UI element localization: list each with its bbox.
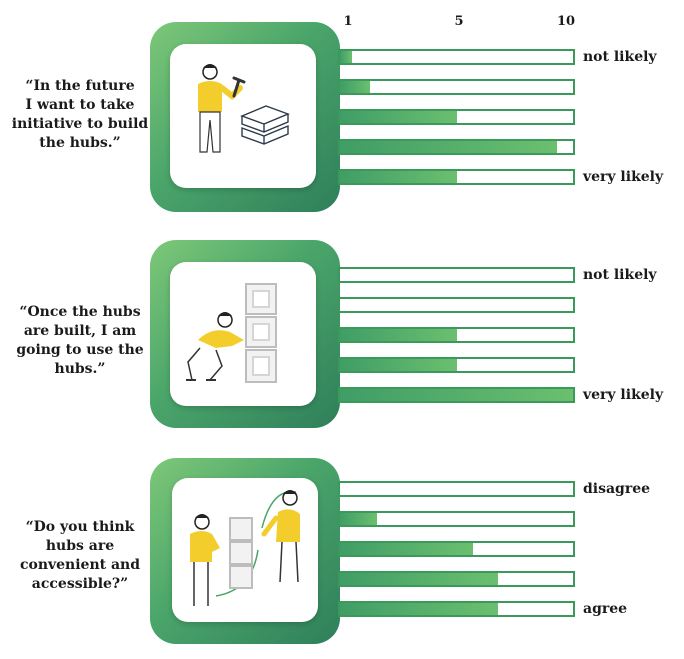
two-people-boxes-icon (172, 478, 318, 622)
quote-3-line-4: accessible?” (31, 576, 129, 592)
quote-3-line-1: “Do you think (25, 519, 135, 535)
quote-2-line-1: “Once the hubs (19, 304, 141, 320)
bar-g3-r3 (340, 543, 473, 555)
bar-g3-r5 (340, 603, 499, 615)
bar-g2-r4 (340, 359, 457, 371)
bar-track-g1-r1 (338, 49, 575, 65)
scale-tick-5: 5 (454, 14, 464, 29)
quote-2-line-4: hubs.” (54, 361, 106, 377)
quote-1: “In the future I want to take initiative… (6, 77, 154, 153)
bar-track-g3-r1 (338, 481, 575, 497)
bar-g1-r5 (340, 171, 457, 183)
scale-tick-1: 1 (343, 14, 353, 29)
quote-2-line-3: going to use the (16, 342, 144, 358)
bar-track-g2-r1 (338, 267, 575, 283)
bar-track-g2-r5 (338, 387, 575, 403)
bar-track-g1-r4 (338, 139, 575, 155)
bar-track-g1-r5 (338, 169, 575, 185)
high-label-g3: agree (583, 601, 628, 617)
quote-3-line-3: convenient and (19, 557, 141, 573)
bar-track-g3-r2 (338, 511, 575, 527)
bar-track-g1-r2 (338, 79, 575, 95)
bar-g2-r5 (340, 389, 573, 401)
quote-1-line-2: I want to take (25, 97, 135, 113)
bar-g3-r2 (340, 513, 378, 525)
person-pushing-boxes-icon (170, 262, 316, 406)
bar-track-g3-r4 (338, 571, 575, 587)
scale-tick-10: 10 (556, 14, 576, 29)
quote-3-line-2: hubs are (45, 538, 115, 554)
bar-track-g2-r3 (338, 327, 575, 343)
high-label-g2: very likely (583, 387, 664, 403)
quote-2-line-2: are built, I am (23, 323, 137, 339)
bar-track-g2-r2 (338, 297, 575, 313)
high-label-g1: very likely (583, 169, 664, 185)
bar-g2-r3 (340, 329, 457, 341)
bar-g1-r1 (340, 51, 352, 63)
bar-track-g3-r5 (338, 601, 575, 617)
quote-3: “Do you think hubs are convenient and ac… (6, 518, 154, 594)
bar-g3-r4 (340, 573, 499, 585)
bar-track-g3-r3 (338, 541, 575, 557)
quote-1-line-1: “In the future (25, 78, 135, 94)
bar-track-g2-r4 (338, 357, 575, 373)
bar-track-g1-r3 (338, 109, 575, 125)
quote-2: “Once the hubs are built, I am going to … (6, 303, 154, 379)
bar-g1-r2 (340, 81, 371, 93)
bar-g1-r3 (340, 111, 457, 123)
low-label-g3: disagree (583, 481, 651, 497)
low-label-g1: not likely (583, 49, 657, 65)
quote-1-line-4: the hubs.” (39, 135, 121, 151)
low-label-g2: not likely (583, 267, 657, 283)
bar-g1-r4 (340, 141, 557, 153)
person-with-hammer-icon (170, 44, 316, 188)
quote-1-line-3: initiative to build (11, 116, 149, 132)
